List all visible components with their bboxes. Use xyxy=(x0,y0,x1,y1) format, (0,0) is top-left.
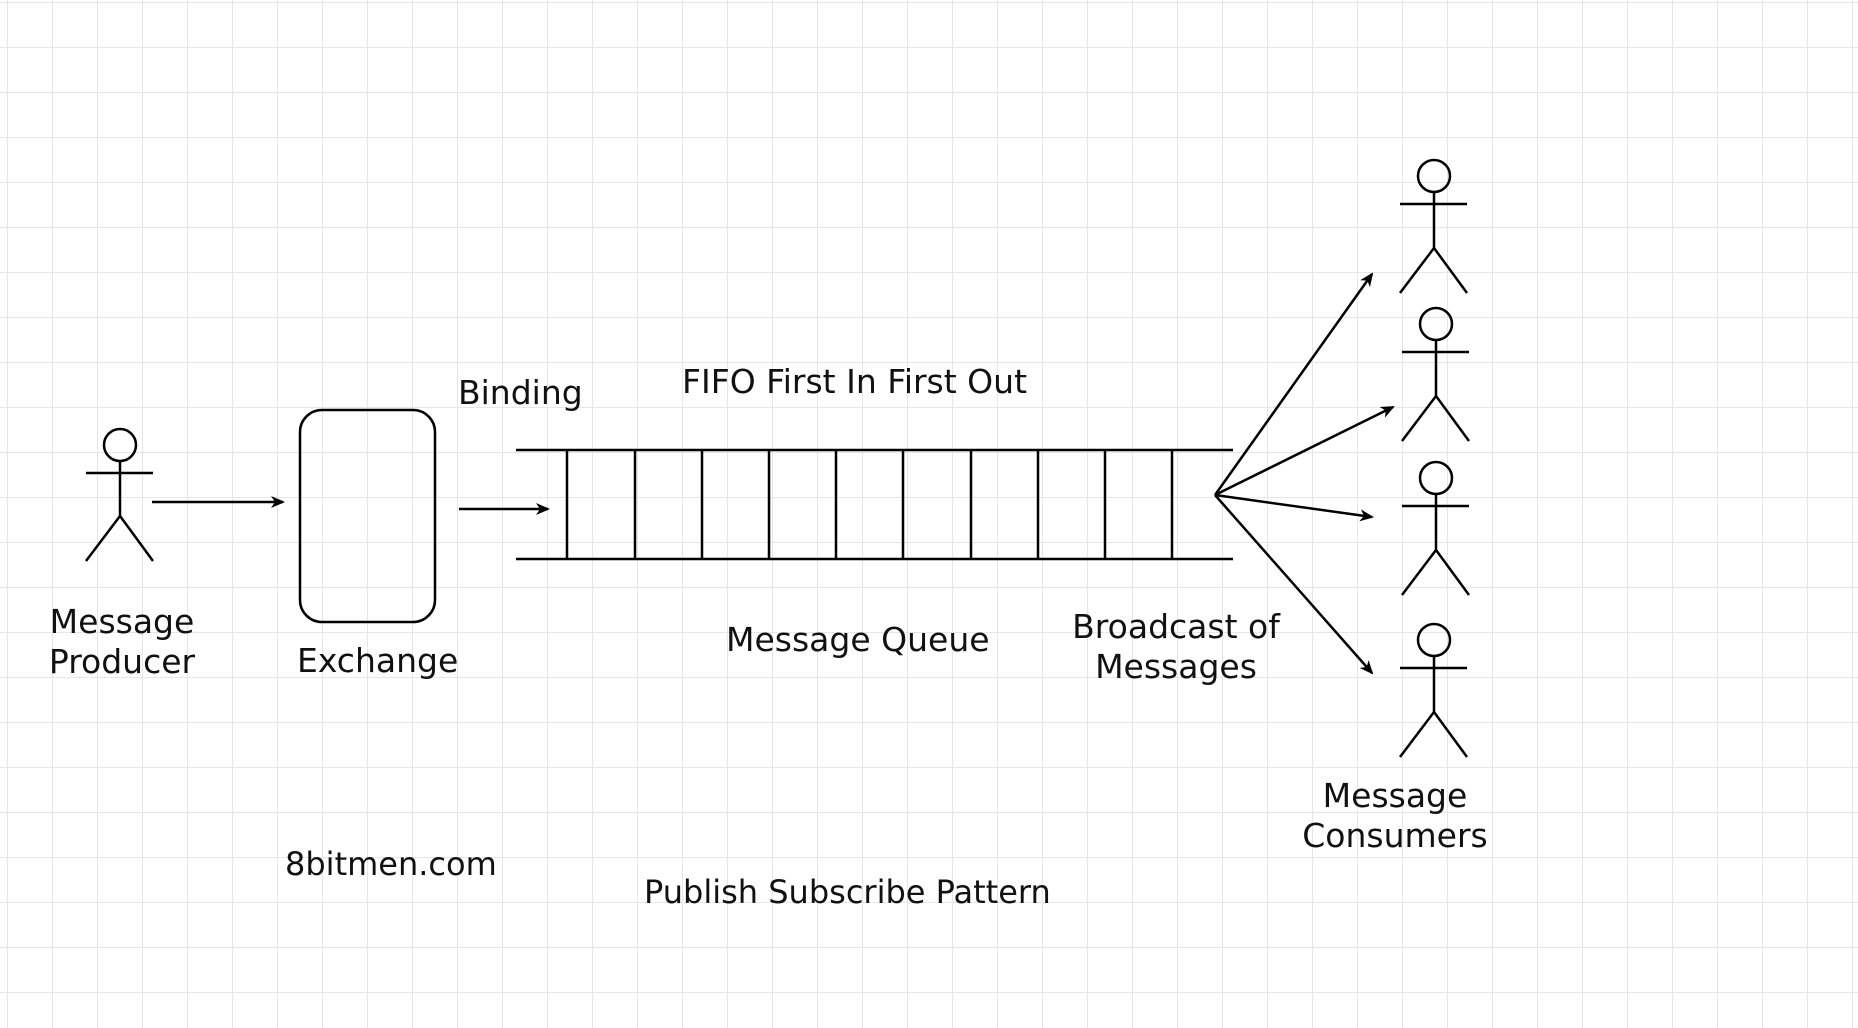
fifo-label: FIFO First In First Out xyxy=(682,362,1028,401)
message-queue-label: Message Queue xyxy=(726,620,990,659)
broadcast-label: Broadcast of Messages xyxy=(1066,607,1286,686)
consumer-actor-icon xyxy=(1399,158,1469,294)
diagram-caption: Publish Subscribe Pattern xyxy=(644,873,1051,911)
exchange-label: Exchange xyxy=(297,641,459,680)
producer-label-line2: Producer xyxy=(48,641,196,681)
broadcast-arrow-3 xyxy=(1214,493,1374,522)
broadcast-label-line2: Messages xyxy=(1095,646,1257,686)
consumers-label-line1: Message xyxy=(1322,776,1468,815)
consumer-actor-icon xyxy=(1401,306,1471,442)
producer-actor-icon xyxy=(85,427,155,562)
exchange-box xyxy=(298,408,437,624)
producer-label-line1: Message xyxy=(49,602,195,641)
binding-label: Binding xyxy=(458,373,583,412)
broadcast-arrow-2 xyxy=(1214,405,1395,497)
broadcast-arrow-4 xyxy=(1214,494,1374,675)
producer-label: Message Producer xyxy=(40,602,204,681)
consumer-actor-icon xyxy=(1399,622,1469,758)
broadcast-arrow-1 xyxy=(1213,272,1374,496)
consumers-label-line2: Consumers xyxy=(1302,815,1488,855)
consumers-label: Message Consumers xyxy=(1300,776,1490,855)
consumer-actor-icon xyxy=(1401,460,1471,596)
watermark: 8bitmen.com xyxy=(285,845,497,883)
broadcast-arrows xyxy=(1213,272,1395,675)
message-queue-shape xyxy=(516,448,1233,561)
broadcast-label-line1: Broadcast of xyxy=(1072,607,1280,646)
